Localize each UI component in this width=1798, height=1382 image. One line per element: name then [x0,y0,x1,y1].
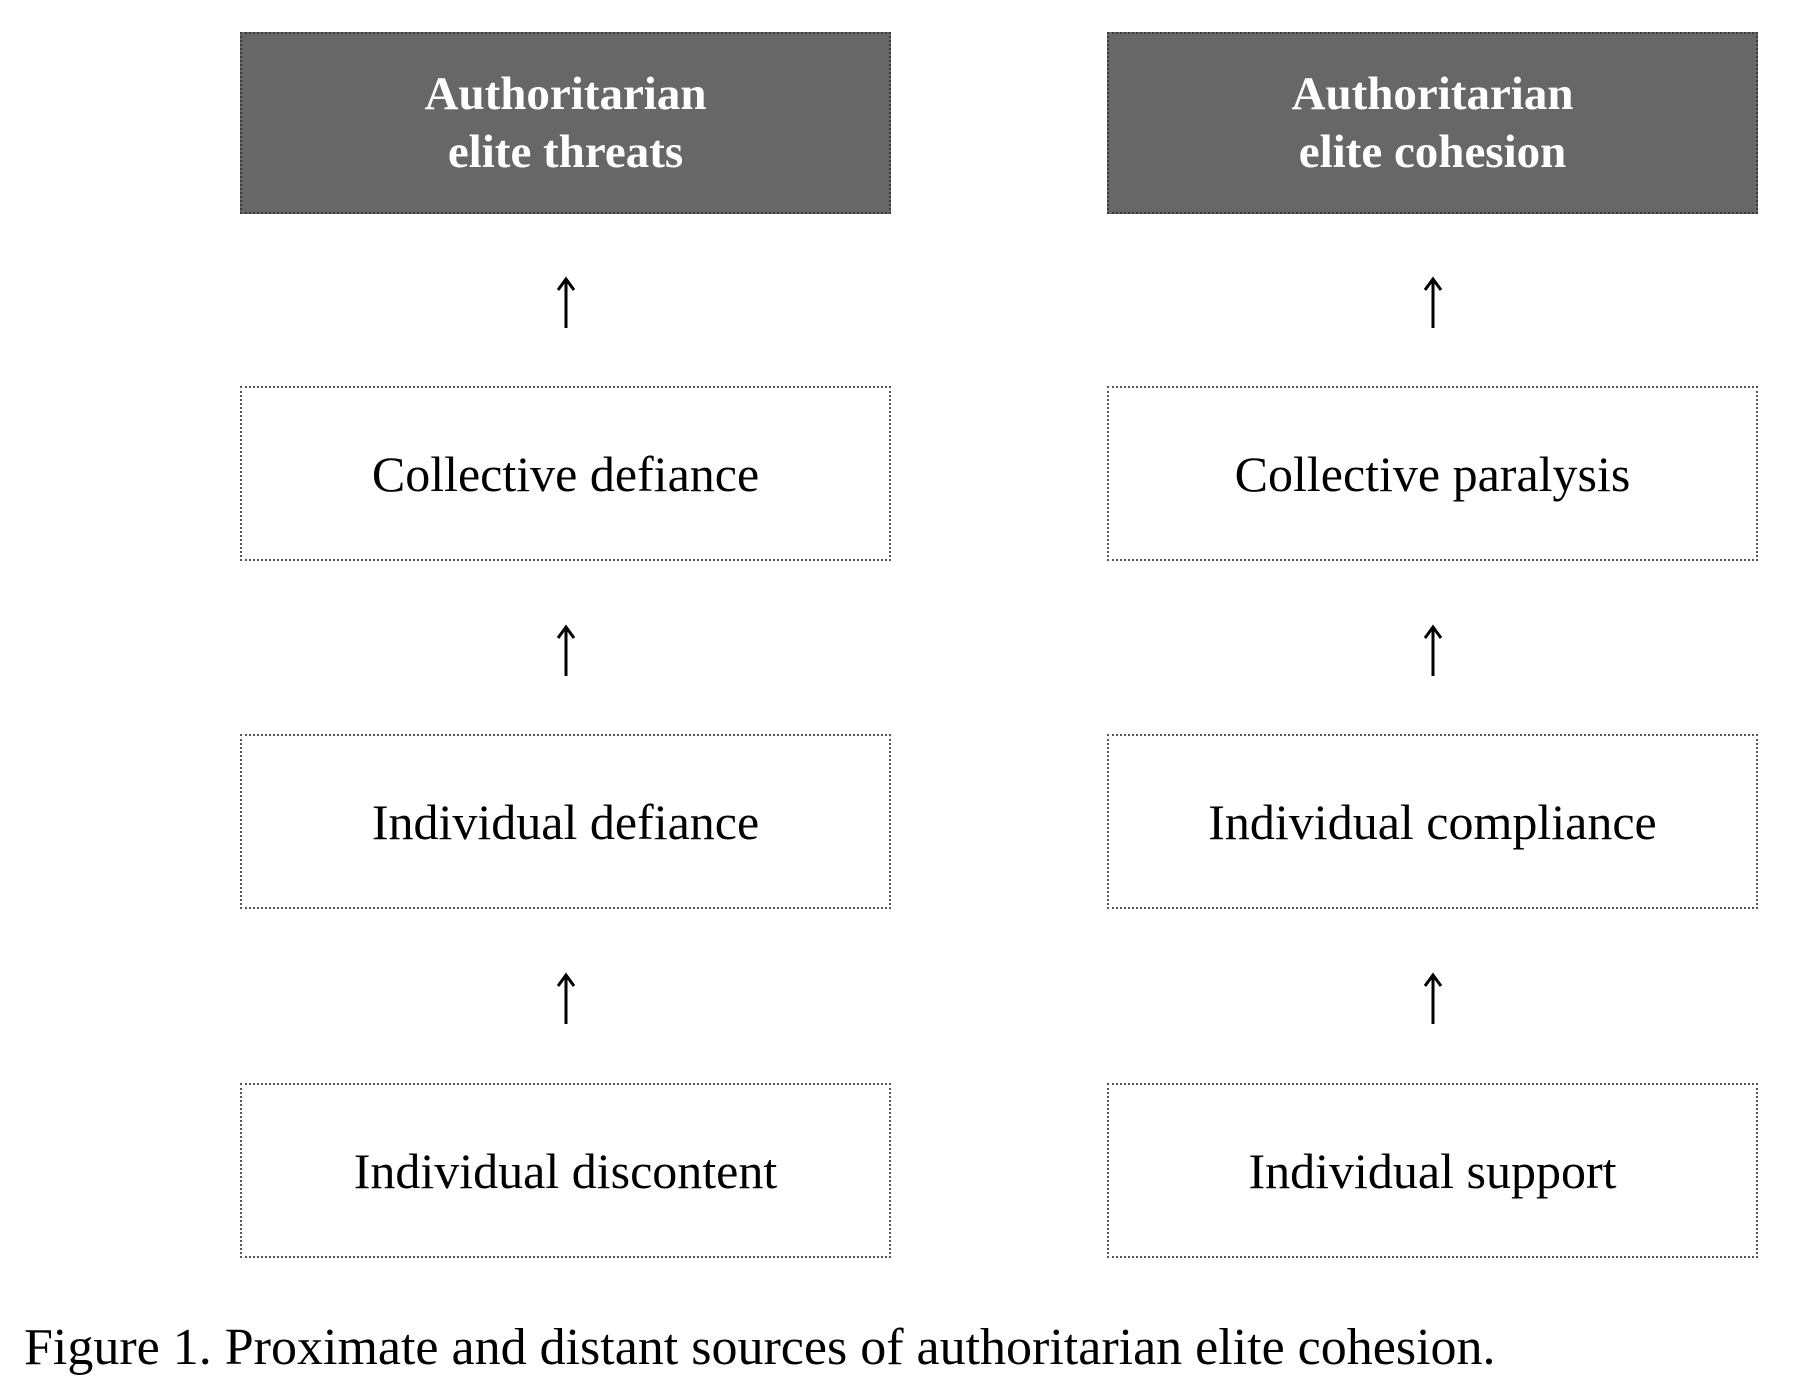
box-label: Individual discontent [353,1142,778,1199]
box-label: Individual defiance [371,793,760,850]
right-column: Authoritarian elite cohesion Collective … [1107,0,1762,1270]
up-arrow-icon [1107,276,1758,341]
box-individual-discontent: Individual discontent [240,1083,891,1258]
box-label: Individual compliance [1208,793,1657,850]
figure-caption: Figure 1. Proximate and distant sources … [24,1319,1496,1376]
up-arrow-icon [240,972,891,1037]
up-arrow-icon [1107,624,1758,689]
box-collective-defiance: Collective defiance [240,386,891,561]
header-box-elite-threats: Authoritarian elite threats [240,32,891,214]
box-label: Collective paralysis [1234,445,1631,502]
header-label: Authoritarian elite cohesion [1291,68,1574,178]
up-arrow-icon [240,624,891,689]
left-column: Authoritarian elite threats Collective d… [240,0,895,1270]
box-label: Collective defiance [371,445,760,502]
box-label: Individual support [1248,1142,1617,1199]
header-box-elite-cohesion: Authoritarian elite cohesion [1107,32,1758,214]
box-collective-paralysis: Collective paralysis [1107,386,1758,561]
box-individual-support: Individual support [1107,1083,1758,1258]
up-arrow-icon [1107,972,1758,1037]
up-arrow-icon [240,276,891,341]
box-individual-compliance: Individual compliance [1107,734,1758,909]
box-individual-defiance: Individual defiance [240,734,891,909]
header-label: Authoritarian elite threats [424,68,707,178]
